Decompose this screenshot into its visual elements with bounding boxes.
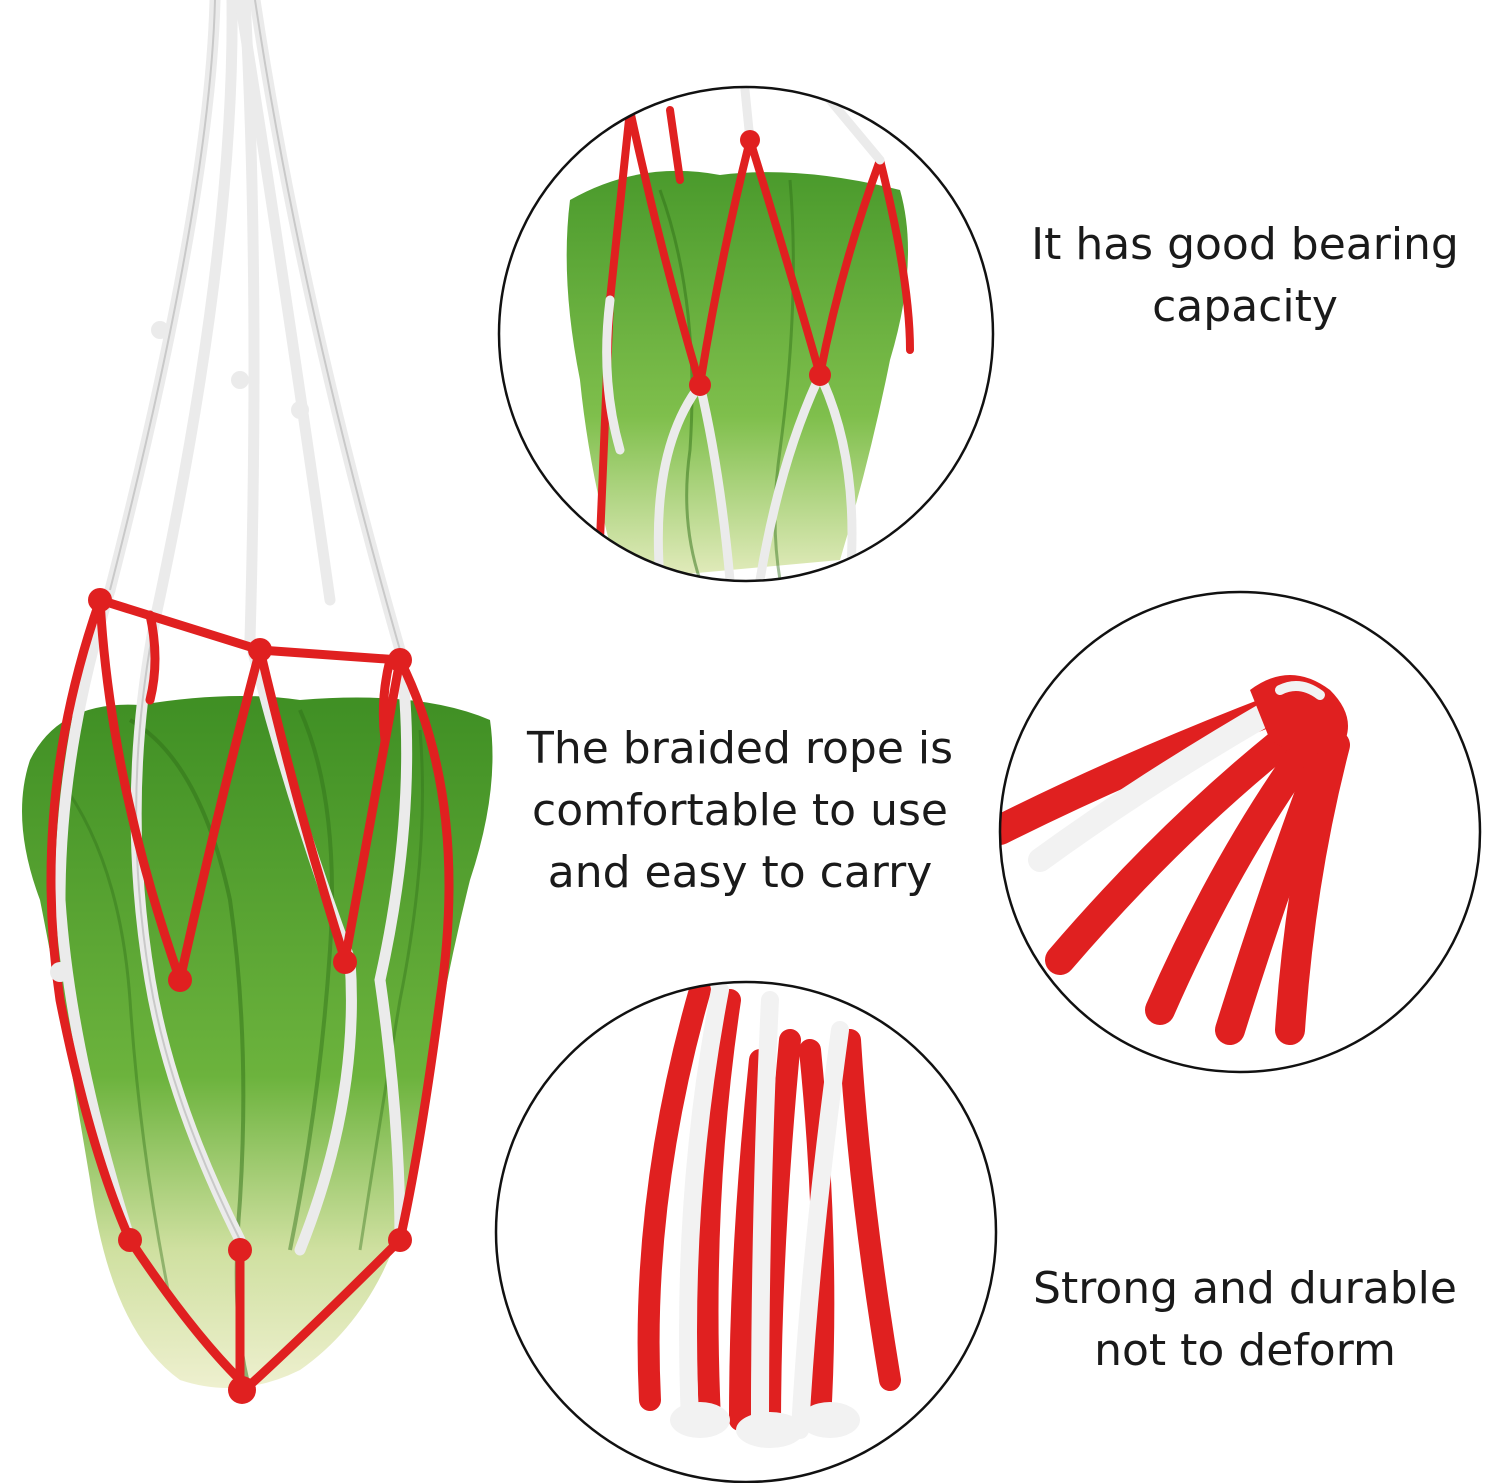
feature-caption-durable: Strong and durable not to deform	[1010, 1258, 1480, 1382]
detail-circle-knot	[998, 590, 1482, 1074]
detail-circle-ropes	[494, 980, 998, 1483]
caption-line: The braided rope is	[526, 723, 954, 774]
net-knots	[50, 321, 412, 1404]
feature-caption-bearing-capacity: It has good bearing capacity	[1010, 214, 1480, 338]
caption-line: not to deform	[1094, 1325, 1396, 1376]
caption-line: capacity	[1152, 281, 1338, 332]
caption-line: Strong and durable	[1033, 1263, 1457, 1314]
detail-circle-cabbage	[497, 85, 995, 583]
caption-line: and easy to carry	[547, 847, 933, 898]
hanging-cabbage-net	[22, 0, 493, 1404]
white-rope-shadow	[109, 0, 401, 1241]
caption-line: It has good bearing	[1031, 219, 1459, 270]
cabbage-image	[22, 696, 493, 1391]
caption-line: comfortable to use	[532, 785, 948, 836]
feature-caption-braided-rope: The braided rope is comfortable to use a…	[505, 718, 975, 904]
